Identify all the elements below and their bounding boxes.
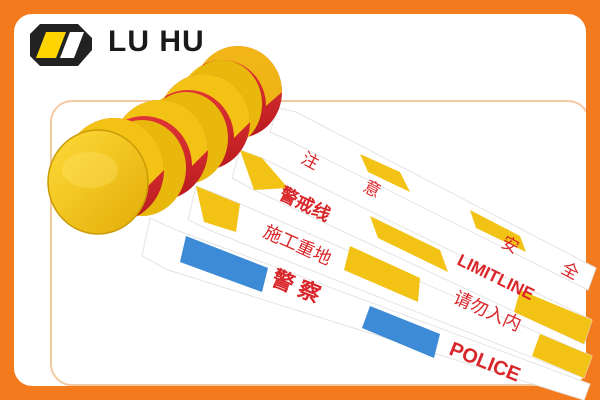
tape-roll-police — [47, 118, 164, 235]
lu-hu-logo-icon — [30, 24, 92, 66]
tape-label-an: 安 — [498, 233, 522, 258]
tape-label-zhu: 注 — [298, 149, 322, 174]
tape-label-quan: 全 — [558, 259, 582, 284]
tape-label-yi: 意 — [360, 177, 384, 202]
decorative-border — [50, 100, 586, 386]
tape-strip-limitline: 警戒线 LIMITLINE — [231, 149, 593, 345]
tape-strip-anquan: 注 意 安 全 — [269, 107, 597, 291]
brand-name: LU HU — [108, 25, 205, 58]
